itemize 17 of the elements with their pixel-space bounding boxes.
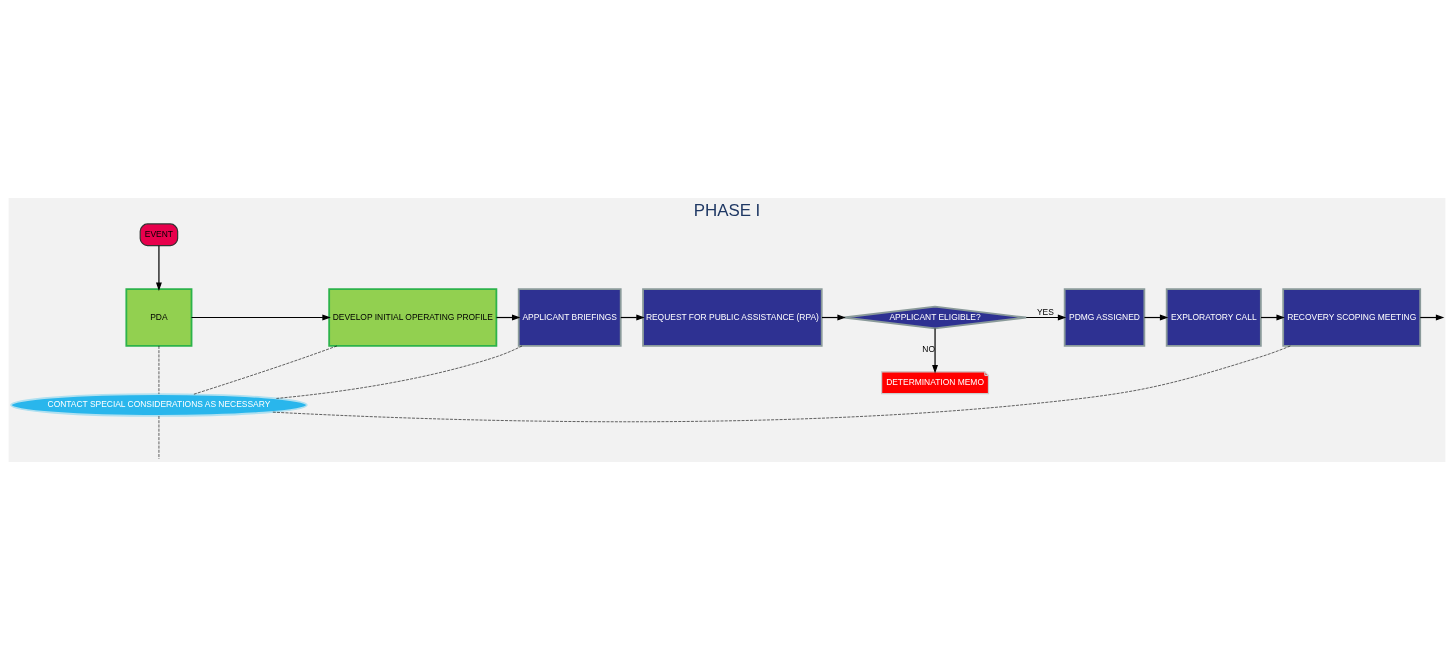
connector xyxy=(193,345,338,395)
node-box: REQUEST FOR PUBLIC ASSISTANCE (RPA) xyxy=(642,287,823,347)
node-box: EXPLORATORY CALL xyxy=(1165,287,1262,347)
arrow xyxy=(155,244,162,291)
arrow xyxy=(932,327,938,373)
edge-label: YES xyxy=(1036,306,1054,317)
node-box: PDA xyxy=(125,287,193,347)
node-box: EVENT xyxy=(139,222,179,246)
node-box: DEVELOP INITIAL OPERATING PROFILE xyxy=(328,287,498,347)
node-box: RECOVERY SCOPING MEETING xyxy=(1282,287,1422,347)
arrow xyxy=(1025,314,1067,320)
node-box: APPLICANT BRIEFINGS xyxy=(517,287,622,347)
node-ellipse: CONTACT SPECIAL CONSIDERATIONS AS NECESSARY xyxy=(10,392,308,417)
diagram-title: PHASE I xyxy=(693,200,761,220)
node-box: PDMG ASSIGNED xyxy=(1063,287,1146,347)
arrow xyxy=(190,314,331,320)
node-diamond: APPLICANT ELIGIBLE? xyxy=(843,305,1028,329)
